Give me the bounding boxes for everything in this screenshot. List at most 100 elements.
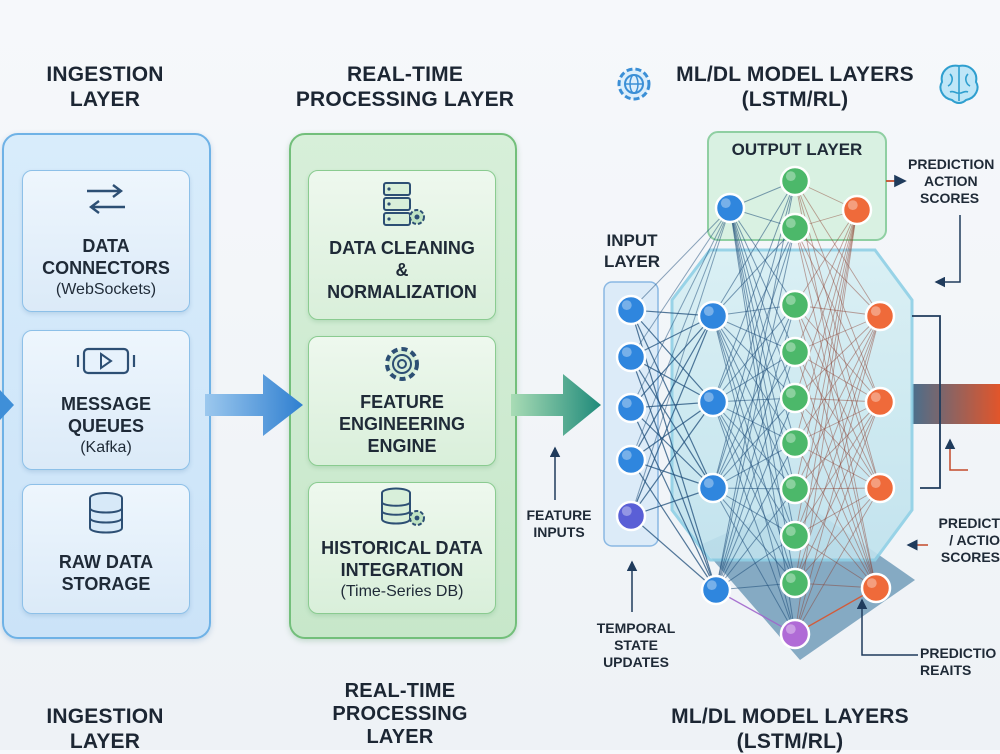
- network-edge: [794, 351, 881, 403]
- hidden-node-highlight: [706, 580, 717, 590]
- network-edge: [712, 351, 796, 403]
- flow-arrow-left-edge: [0, 390, 14, 420]
- network-edge: [715, 227, 796, 591]
- network-edge: [712, 487, 796, 584]
- network-edge: [712, 397, 796, 489]
- hidden-node: [700, 574, 732, 606]
- flow-arrow-ingestion-to-processing: [205, 374, 303, 436]
- network-edge: [794, 401, 881, 444]
- globe-gear-icon: [617, 67, 651, 101]
- hidden-node-highlight: [703, 478, 714, 488]
- network-edge: [794, 209, 858, 584]
- network-edge: [712, 315, 796, 490]
- output-node-highlight: [847, 200, 858, 211]
- hidden-node-highlight: [785, 624, 796, 634]
- network-edge: [794, 209, 858, 306]
- network-edge: [729, 207, 796, 635]
- network-edge: [729, 207, 796, 399]
- prediction-bottom-label: PREDICTIO REAITS: [920, 645, 997, 678]
- network-edge: [712, 180, 796, 317]
- prediction-top-label: PREDICTION ACTION SCORES: [908, 156, 995, 206]
- network-edge: [630, 207, 731, 409]
- network-edge: [794, 351, 881, 489]
- input-node-highlight: [621, 450, 632, 460]
- network-edge: [794, 180, 881, 317]
- feature-inputs-label: FEATURE INPUTS: [526, 507, 592, 540]
- network-edge: [630, 515, 717, 591]
- input-node-highlight: [621, 300, 632, 310]
- output-layer-label: OUTPUT LAYER: [731, 140, 863, 159]
- network-edge: [712, 401, 796, 444]
- network-edge: [712, 442, 796, 489]
- network-edge: [712, 227, 796, 317]
- network-edge: [630, 407, 717, 591]
- hidden-node: [779, 212, 811, 244]
- network-edge: [794, 209, 858, 353]
- network-edge: [794, 401, 881, 635]
- network-edge: [712, 315, 796, 537]
- hidden-node: [779, 289, 811, 321]
- input-node-highlight: [720, 198, 731, 209]
- output-node: [860, 572, 892, 604]
- database-icon: [89, 492, 123, 534]
- network-edge: [630, 356, 717, 591]
- network-edge: [712, 351, 796, 489]
- input-node: [615, 392, 647, 424]
- network-edge: [630, 401, 714, 517]
- network-edge: [794, 227, 881, 403]
- network-edge: [729, 207, 796, 306]
- input-node-highlight: [621, 347, 632, 357]
- server-gear-icon: [383, 182, 425, 226]
- hidden-node-highlight: [703, 306, 714, 316]
- network-edge: [794, 487, 881, 584]
- network-nodes: [615, 165, 896, 650]
- gear-icon: [385, 347, 419, 381]
- network-edge: [794, 315, 881, 399]
- network-edge: [630, 407, 714, 489]
- data-connectors-card: DATA CONNECTORS (WebSockets): [22, 170, 190, 312]
- brain-icon: [939, 64, 979, 104]
- annotation-arrows: [549, 174, 968, 656]
- network-edge: [712, 304, 796, 489]
- hidden-node: [779, 567, 811, 599]
- network-edge: [712, 487, 796, 635]
- network-edge: [794, 315, 881, 490]
- hidden-node: [697, 300, 729, 332]
- model-heading-top: ML/DL MODEL LAYERS (LSTM/RL): [676, 63, 914, 111]
- network-edge: [729, 207, 796, 584]
- network-edge: [712, 401, 796, 584]
- network-edge: [630, 309, 714, 489]
- ingestion-heading-bottom: INGESTION LAYER: [46, 705, 164, 753]
- input-node: [714, 192, 746, 224]
- network-edge: [729, 207, 796, 353]
- network-edge: [630, 315, 714, 517]
- network-edge: [794, 487, 881, 635]
- network-edge: [630, 207, 731, 517]
- hidden-node: [779, 165, 811, 197]
- historical-data-card: HISTORICAL DATA INTEGRATION (Time-Series…: [308, 482, 496, 614]
- output-node: [864, 386, 896, 418]
- network-edge: [794, 180, 877, 589]
- hidden-node: [779, 618, 811, 650]
- hidden-node-highlight: [785, 573, 796, 583]
- output-node-highlight: [870, 306, 881, 316]
- hidden-node: [697, 472, 729, 504]
- network-edge: [794, 442, 877, 589]
- network-edge: [712, 401, 796, 537]
- model-heading-bottom: ML/DL MODEL LAYERS (LSTM/RL): [671, 705, 909, 753]
- processing-heading-bottom: REAL-TIME PROCESSING LAYER: [332, 680, 468, 748]
- hidden-node: [779, 427, 811, 459]
- hidden-node: [779, 336, 811, 368]
- network-edge: [712, 401, 796, 635]
- network-edge: [712, 315, 796, 444]
- network-edge: [630, 401, 714, 461]
- network-edge: [712, 227, 796, 403]
- hidden-node-highlight: [785, 479, 796, 489]
- database-gear-icon: [381, 487, 425, 526]
- hidden-node-highlight: [785, 171, 796, 182]
- queue-icon: [76, 347, 136, 375]
- data-cleaning-card: DATA CLEANING & NORMALIZATION: [308, 170, 496, 320]
- input-node-highlight: [621, 506, 632, 516]
- network-edge: [630, 315, 714, 358]
- hidden-node-highlight: [785, 433, 796, 443]
